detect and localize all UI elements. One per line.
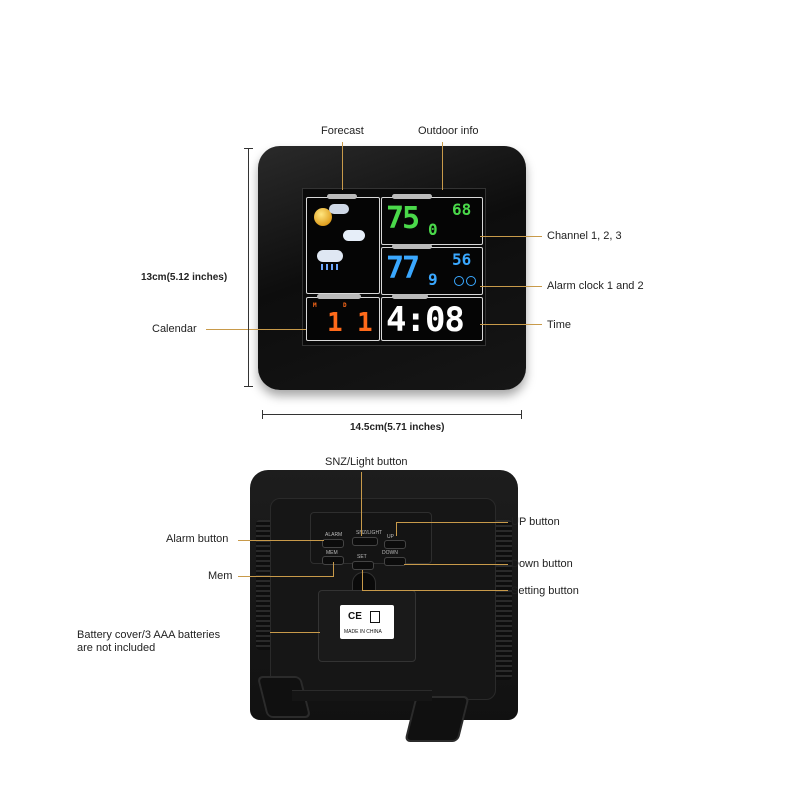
- cloud-icon: [343, 230, 365, 241]
- calendar-tag: [317, 294, 361, 299]
- setting-leader-h: [362, 590, 508, 591]
- up-leader-h: [396, 522, 508, 523]
- alarm-clock-leader: [480, 286, 542, 287]
- mem-leader-h: [238, 576, 334, 577]
- down-leader: [404, 564, 508, 565]
- time-leader: [480, 324, 542, 325]
- outdoor-tag: [392, 194, 432, 199]
- height-label: 13cm(5.12 inches): [141, 272, 228, 283]
- lcd-screen: 75 0 68 77 9 56 M D 1 1 4:08: [302, 188, 486, 346]
- calendar-day: 1: [357, 308, 373, 338]
- alarm-panel: 77 9 56: [381, 244, 483, 295]
- battery-leader: [270, 632, 320, 633]
- forecast-label: Forecast: [321, 125, 364, 137]
- snz-btn-text: SNZ/LIGHT: [356, 530, 383, 536]
- alarm-btn-text: ALARM: [325, 532, 343, 538]
- mem-btn-text: MEM: [326, 550, 338, 556]
- down-button[interactable]: [384, 557, 406, 566]
- alarm-leader: [238, 540, 324, 541]
- calendar-month: 1: [327, 308, 343, 338]
- rain-drops-icon: [321, 264, 341, 270]
- forecast-panel: [306, 194, 380, 294]
- outdoor-decimal: 0: [428, 220, 438, 239]
- alarm1-icon: [454, 276, 464, 286]
- width-cap-right: [521, 410, 522, 419]
- up-leader-v: [396, 522, 397, 536]
- calendar-leader: [206, 329, 306, 330]
- set-button[interactable]: [352, 561, 374, 570]
- outdoor-temp: 75: [386, 201, 420, 236]
- clock-time: 4:08: [386, 300, 465, 340]
- indoor-decimal: 9: [428, 270, 438, 289]
- battery-label-line1: Battery cover/3 AAA batteries: [77, 629, 221, 641]
- outdoor-panel: 75 0 68: [381, 194, 483, 245]
- sun-icon: [314, 208, 332, 226]
- forecast-leader: [342, 142, 343, 190]
- calendar-panel: M D 1 1: [306, 294, 380, 341]
- setting-leader-v: [362, 570, 363, 590]
- set-btn-text: SET: [357, 554, 367, 560]
- outdoor-leader: [442, 142, 443, 190]
- height-cap-bottom: [244, 386, 253, 387]
- weee-icon: [370, 611, 380, 623]
- up-button-label: UP button: [511, 516, 560, 528]
- width-label: 14.5cm(5.71 inches): [350, 422, 445, 433]
- mem-leader-v: [333, 562, 334, 576]
- indoor-humidity: 56: [452, 250, 472, 269]
- time-tag: [392, 294, 428, 299]
- snz-leader: [361, 472, 362, 536]
- ce-mark: CE: [348, 611, 362, 622]
- battery-label-line2: are not included: [77, 642, 156, 654]
- stand-bar: [292, 690, 432, 701]
- up-btn-text: UP: [387, 534, 394, 540]
- cloud-icon: [329, 204, 349, 214]
- alarm-button-label: Alarm button: [166, 533, 229, 545]
- up-button[interactable]: [384, 540, 406, 549]
- channel-label: Channel 1, 2, 3: [547, 230, 622, 242]
- right-stand-leg: [404, 696, 470, 742]
- calendar-label: Calendar: [152, 323, 197, 335]
- down-button-label: Down button: [511, 558, 573, 570]
- calendar-d-label: D: [343, 302, 347, 309]
- alarm2-icon: [466, 276, 476, 286]
- down-btn-text: DOWN: [382, 550, 398, 556]
- alarm-tag: [392, 244, 432, 249]
- width-dimension-line: [262, 414, 522, 415]
- compliance-sticker: CE MADE IN CHINA: [340, 605, 394, 639]
- channel-leader: [480, 236, 542, 237]
- forecast-tag: [327, 194, 357, 199]
- time-label: Time: [547, 319, 572, 331]
- time-panel: 4:08: [381, 294, 483, 341]
- height-cap-top: [244, 148, 253, 149]
- calendar-m-label: M: [313, 302, 317, 309]
- outdoor-info-label: Outdoor info: [418, 125, 479, 137]
- alarm-button[interactable]: [322, 539, 344, 548]
- indoor-temp: 77: [386, 251, 420, 286]
- made-in-text: MADE IN CHINA: [344, 629, 382, 635]
- alarm-clock-label: Alarm clock 1 and 2: [547, 280, 644, 292]
- snz-light-label: SNZ/Light button: [325, 456, 408, 468]
- setting-button-label: Setting button: [511, 585, 579, 597]
- snz-light-button[interactable]: [352, 537, 378, 546]
- rain-cloud-icon: [317, 250, 343, 262]
- height-dimension-line: [248, 148, 249, 386]
- outdoor-humidity: 68: [452, 200, 472, 219]
- mem-label: Mem: [208, 570, 233, 582]
- width-cap-left: [262, 410, 263, 419]
